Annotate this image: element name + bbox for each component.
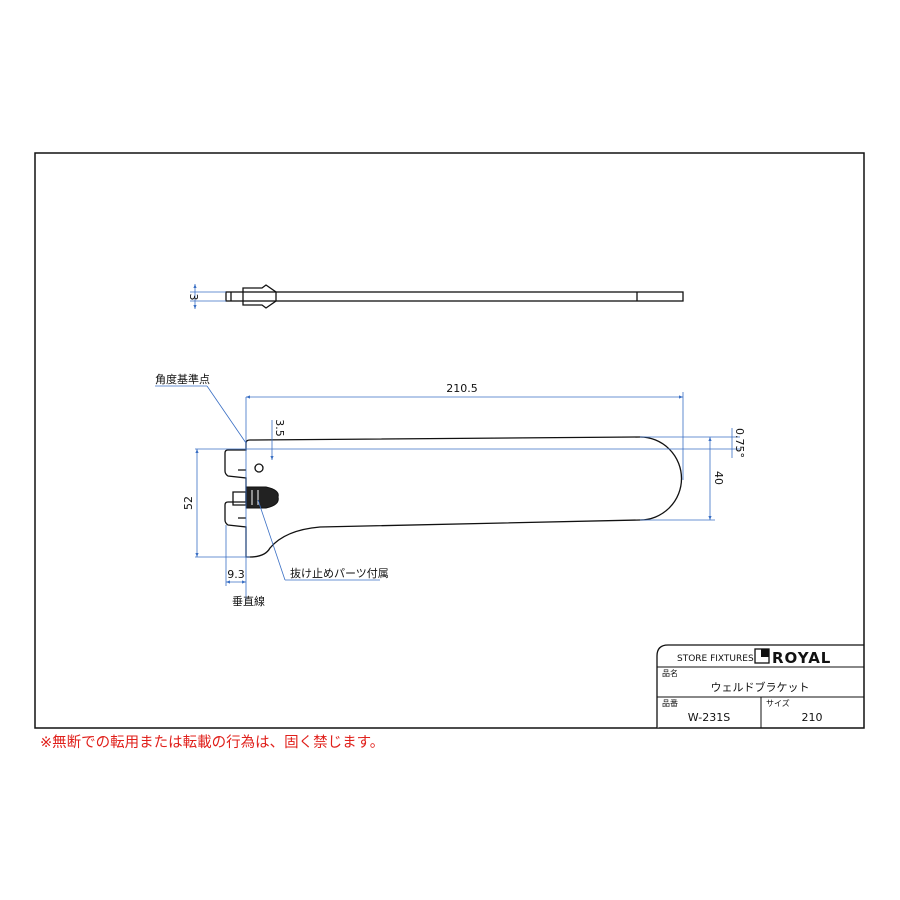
size-label: サイズ — [766, 698, 790, 708]
dim-offset: 3.5 — [273, 419, 286, 437]
name-label: 品名 — [662, 668, 678, 678]
dim-height: 52 — [182, 496, 195, 510]
company-name: STORE FIXTURES — [677, 654, 754, 664]
size-value: 210 — [802, 711, 823, 724]
royal-logo: ROYAL — [754, 648, 831, 667]
top-view: 3 — [187, 284, 684, 309]
part-label: 品番 — [662, 698, 678, 708]
dimensions: 210.5 3.5 52 9.3 40 0.75° — [155, 382, 746, 600]
copyright-note: ※無断での転用または転載の行為は、固く禁じます。 — [40, 735, 385, 751]
part-value: W-231S — [688, 711, 730, 724]
svg-text:ROYAL: ROYAL — [772, 649, 831, 667]
label-retainer-part: 抜け止めパーツ付属 — [290, 566, 389, 580]
dim-length: 210.5 — [446, 382, 478, 395]
dim-tip-height: 40 — [712, 471, 725, 485]
title-block: STORE FIXTURES ROYAL 品名 ウェルドブラケット 品番 W-2… — [656, 644, 864, 728]
name-value: ウェルドブラケット — [711, 680, 810, 694]
dim-depth: 9.3 — [227, 568, 245, 581]
drawing-frame — [34, 152, 865, 729]
dim-thickness: 3 — [187, 294, 200, 301]
dim-angle: 0.75° — [733, 428, 746, 458]
label-angle-reference: 角度基準点 — [155, 372, 210, 386]
side-view — [224, 436, 683, 558]
label-vertical-line: 垂直線 — [232, 594, 265, 608]
